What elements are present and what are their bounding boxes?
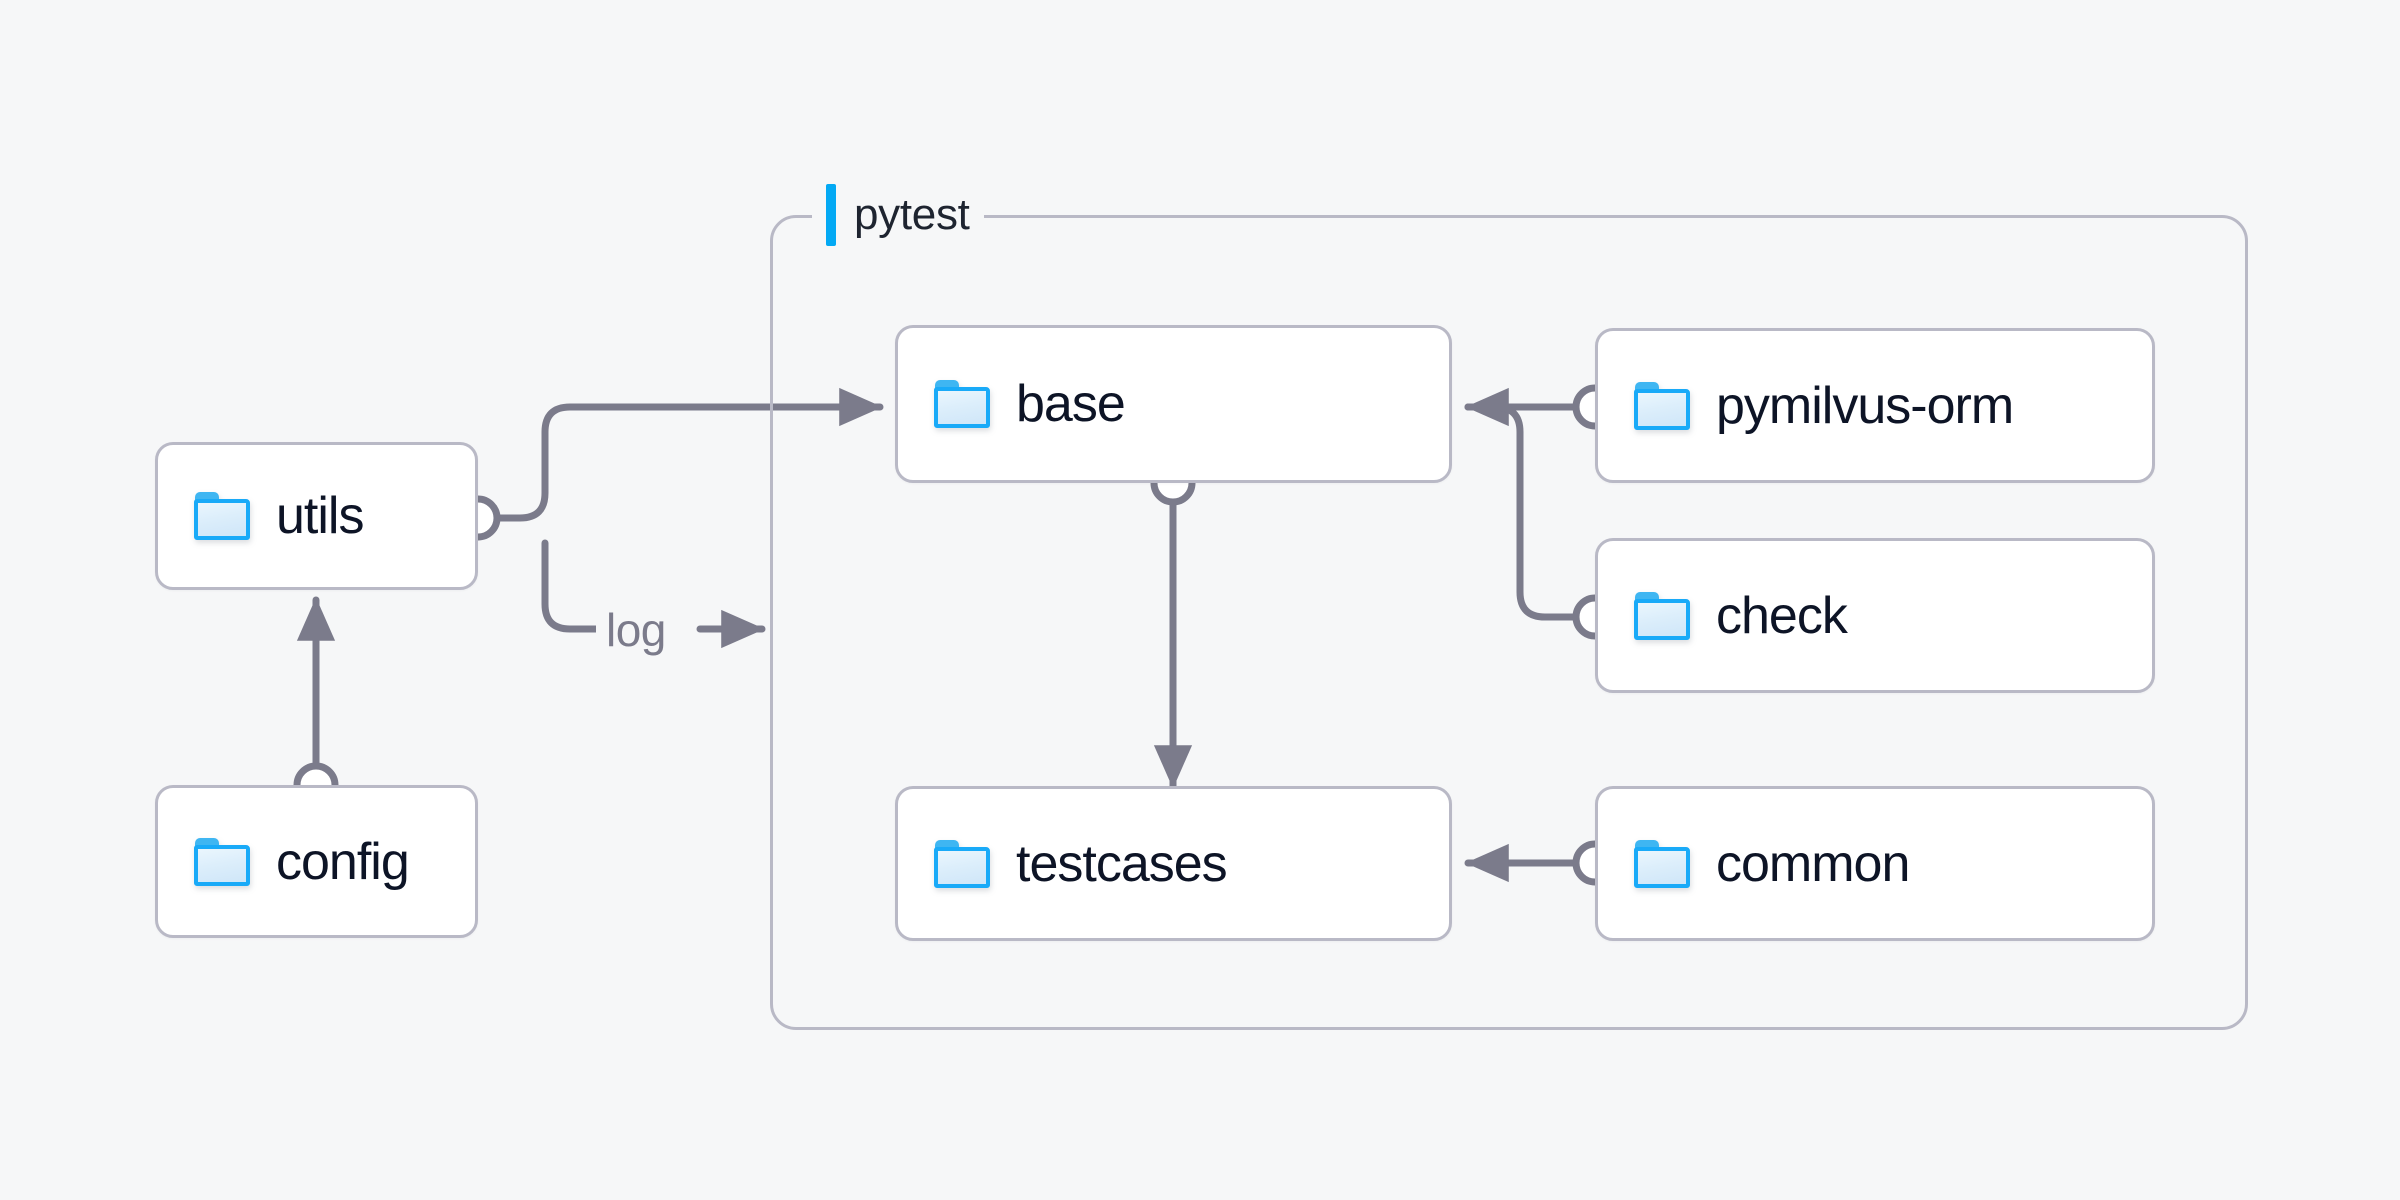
node-testcases[interactable]: testcases — [895, 786, 1452, 941]
pytest-group-label: pytest — [812, 184, 984, 246]
folder-icon — [934, 839, 990, 888]
edge-utils-to-log — [541, 539, 602, 633]
node-config-label: config — [276, 832, 410, 891]
pytest-group-container — [770, 215, 2248, 1030]
node-check-label: check — [1716, 586, 1848, 645]
node-base[interactable]: base — [895, 325, 1452, 483]
folder-icon — [1634, 591, 1690, 640]
node-pymilvus-orm-label: pymilvus-orm — [1716, 376, 2014, 435]
edge-config-to-utils — [293, 596, 339, 808]
folder-icon — [1634, 839, 1690, 888]
node-testcases-label: testcases — [1016, 834, 1228, 893]
node-base-label: base — [1016, 375, 1126, 433]
node-utils[interactable]: utils — [155, 442, 478, 590]
node-pymilvus-orm[interactable]: pymilvus-orm — [1595, 328, 2155, 483]
node-config[interactable]: config — [155, 785, 478, 938]
folder-icon — [194, 492, 250, 540]
node-check[interactable]: check — [1595, 538, 2155, 693]
folder-icon — [934, 380, 990, 428]
pytest-group-title: pytest — [854, 190, 970, 239]
accent-bar-icon — [826, 184, 836, 246]
edge-label-log: log — [596, 603, 676, 657]
folder-icon — [1634, 381, 1690, 430]
node-utils-label: utils — [276, 487, 364, 545]
node-common-label: common — [1716, 834, 1910, 893]
node-common[interactable]: common — [1595, 786, 2155, 941]
folder-icon — [194, 837, 250, 886]
